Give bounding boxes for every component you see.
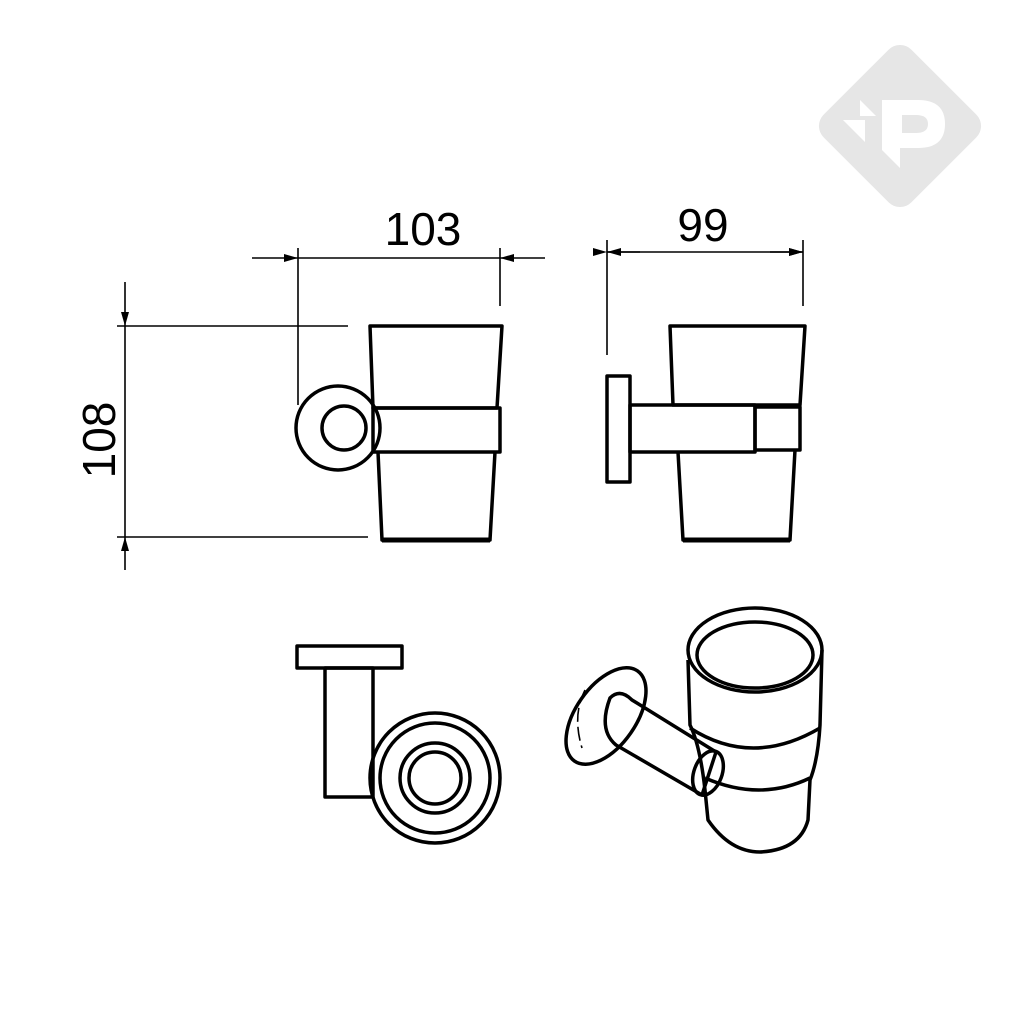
top-view: [295, 644, 502, 845]
isometric-view: [564, 606, 824, 854]
dimension-height-label: 108: [73, 402, 125, 479]
dimension-width-label: 103: [385, 203, 462, 255]
logo: [818, 44, 982, 208]
dimension-depth-label: 99: [677, 199, 728, 251]
side-view: 99: [593, 199, 807, 543]
front-view: 103 108: [73, 203, 545, 570]
